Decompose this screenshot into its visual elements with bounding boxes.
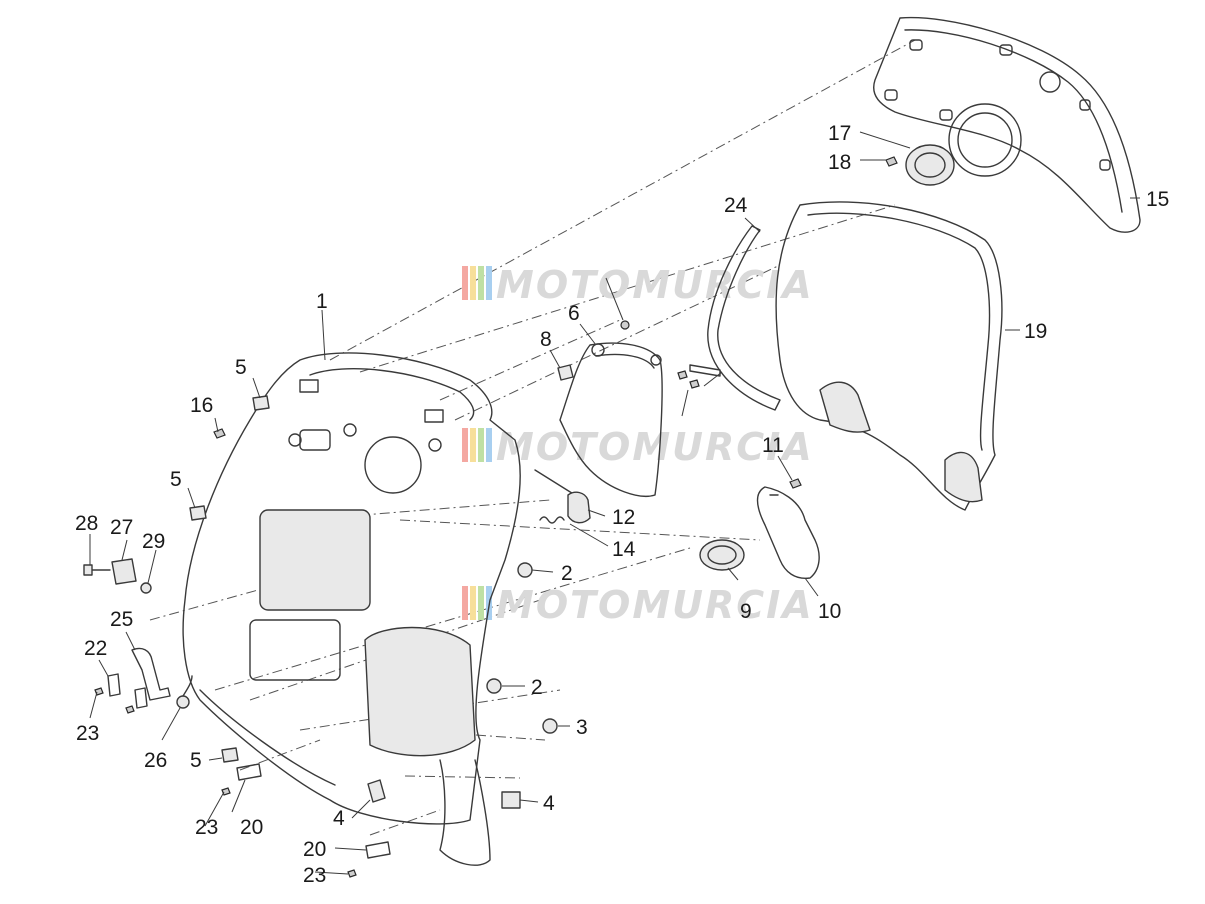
watermark-stripe [478, 266, 484, 300]
callout-26: 26 [144, 749, 167, 772]
callout-10: 10 [818, 600, 841, 623]
part-12-latch [534, 469, 591, 524]
watermark-stripe [462, 266, 468, 300]
watermark-top: MOTOMURCIA [462, 263, 814, 307]
part-22-plate [107, 673, 121, 697]
part-8-clip [557, 364, 574, 381]
watermark-stripe [470, 586, 476, 620]
part-16-screw [213, 428, 226, 439]
part-25-hook [131, 647, 171, 709]
callout-22: 22 [84, 637, 107, 660]
callout-29: 29 [142, 530, 165, 553]
callout-8: 8 [540, 328, 552, 351]
part-5-clip-bottom [221, 747, 239, 763]
part-20-bracket-bottom [365, 841, 391, 859]
part-3-bolt [542, 718, 558, 734]
watermark-stripe [470, 266, 476, 300]
watermark-stripe [486, 428, 492, 462]
callout-25: 25 [110, 608, 133, 631]
part-6-glovebox-door [559, 342, 663, 497]
callout-3: 3 [576, 716, 588, 739]
part-14-spring [539, 516, 565, 524]
callout-27: 27 [110, 516, 133, 539]
part-5-clip-middle [189, 505, 207, 521]
callout-20: 20 [240, 816, 263, 839]
callout-5: 5 [190, 749, 202, 772]
callout-4: 4 [543, 792, 555, 815]
part-26-knob [176, 675, 193, 709]
watermark-stripe [478, 428, 484, 462]
watermark-stripe [462, 586, 468, 620]
part-11-screw [789, 478, 802, 489]
callout-15: 15 [1146, 188, 1169, 211]
part-1-inner-leg-shield [182, 352, 521, 866]
callout-12: 12 [612, 506, 635, 529]
watermark-text: MOTOMURCIA [496, 583, 814, 627]
part-28-bolt [83, 564, 111, 576]
callout-5: 5 [235, 356, 247, 379]
watermark-stripe [470, 428, 476, 462]
watermark-text: MOTOMURCIA [496, 263, 814, 307]
callout-16: 16 [190, 394, 213, 417]
callout-11: 11 [762, 434, 784, 457]
part-27-clamp [111, 558, 137, 585]
callout-17: 17 [828, 122, 851, 145]
callout-2: 2 [531, 676, 543, 699]
callout-23: 23 [195, 816, 218, 839]
part-5-clip-top [252, 395, 270, 411]
callout-18: 18 [828, 151, 851, 174]
part-24-seal-strip [707, 225, 781, 411]
part-29-nut [140, 582, 152, 594]
part-10-cover [756, 486, 820, 579]
watermark-stripe [486, 266, 492, 300]
part-19-leg-shield-cover [775, 201, 1003, 511]
callout-5: 5 [170, 468, 182, 491]
part-2-bolt-lower [486, 678, 502, 694]
callout-9: 9 [740, 600, 752, 623]
watermark-stripe [462, 428, 468, 462]
callout-24: 24 [724, 194, 748, 217]
watermark-bottom: MOTOMURCIA [462, 583, 814, 627]
part-9-grommet [699, 539, 745, 571]
part-4-nut-right [501, 791, 521, 809]
part-18-screw [885, 156, 898, 167]
callout-28: 28 [75, 512, 98, 535]
part-17-ring [905, 144, 955, 186]
watermark-stripe [478, 586, 484, 620]
callout-1: 1 [316, 290, 328, 313]
part-15-shield-back-panel [873, 16, 1141, 233]
callout-4: 4 [333, 807, 345, 830]
callout-20: 20 [303, 838, 326, 861]
callout-23: 23 [76, 722, 99, 745]
part-23-screws [94, 687, 357, 878]
callout-2: 2 [561, 562, 573, 585]
callout-14: 14 [612, 538, 636, 561]
callout-6: 6 [568, 302, 580, 325]
callout-23: 23 [303, 864, 326, 887]
part-2-bolt-upper [517, 562, 533, 578]
callout-19: 19 [1024, 320, 1047, 343]
callout-labels: 1 2 2 3 4 4 5 5 5 6 8 9 10 11 12 14 15 1… [75, 122, 1169, 887]
leader-lines [89, 131, 1140, 875]
watermark-text: MOTOMURCIA [496, 425, 814, 469]
part-20-bracket-left [236, 763, 262, 781]
part-door-screw [620, 320, 630, 330]
part-4-nut-left [367, 779, 386, 803]
watermark-middle: MOTOMURCIA [462, 425, 814, 469]
part-hinge-bracket [677, 364, 721, 389]
